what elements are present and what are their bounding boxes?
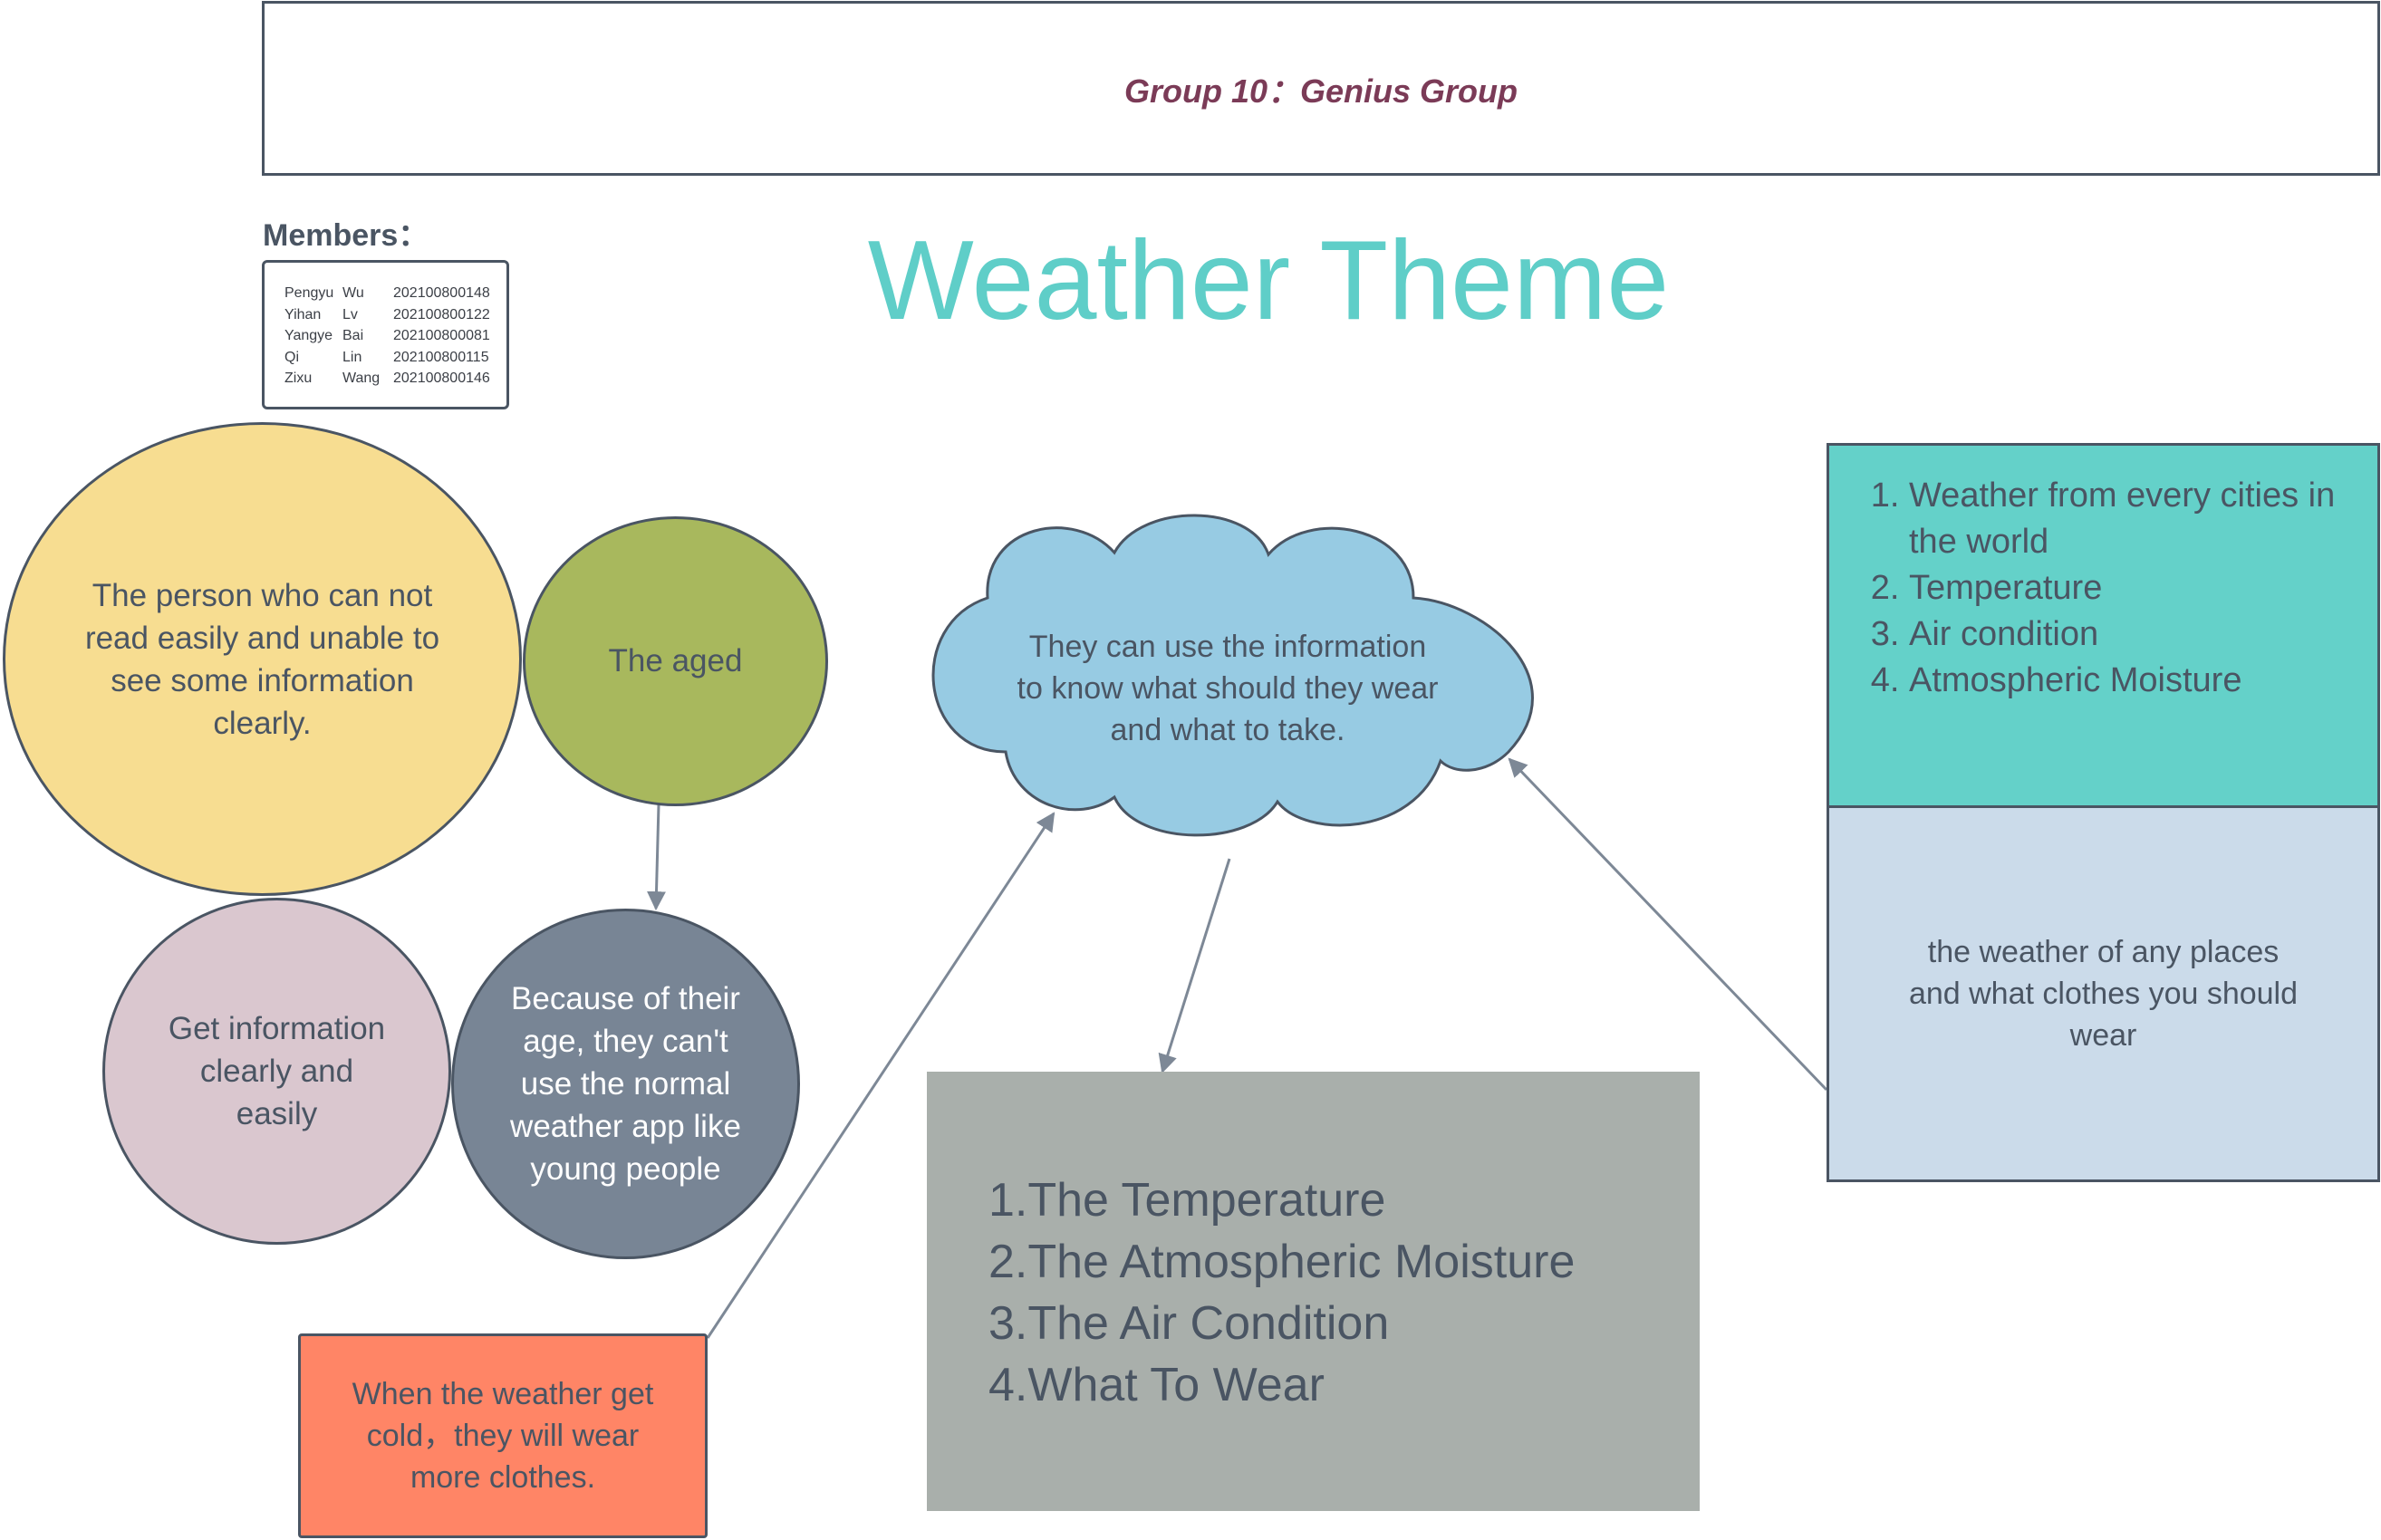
- arrow-cold-to-cloud: [706, 812, 1056, 1339]
- arrow-cloud-to-factors: [1158, 858, 1231, 1074]
- member-row: Yihan Lv 202100800122: [284, 304, 506, 326]
- because-circle: Because of their age, they can't use the…: [451, 909, 800, 1259]
- factors-box: 1.The Temperature 2.The Atmospheric Moist…: [927, 1072, 1700, 1511]
- member-first-name: Qi: [284, 349, 299, 365]
- person-text: The person who can not read easily and u…: [84, 577, 440, 741]
- arrow-places-to-cloud: [1508, 757, 1828, 1092]
- factor-line: 3.The Air Condition: [988, 1297, 1390, 1350]
- member-row: Pengyu Wu 202100800148: [284, 283, 506, 304]
- get-info-circle: Get information clearly and easily: [102, 898, 451, 1245]
- member-first-name: Zixu: [284, 371, 313, 386]
- member-last-name: Bai: [342, 328, 364, 343]
- page-title: Weather Theme: [867, 218, 1670, 343]
- info-list-item: Weather from every cities in the world: [1909, 473, 2368, 565]
- cold-text: When the weather get cold，they will wear…: [352, 1377, 654, 1495]
- places-text: the weather of any places and what cloth…: [1908, 935, 2299, 1053]
- places-box: the weather of any places and what cloth…: [1827, 805, 2380, 1182]
- member-last-name: Wang: [342, 371, 381, 386]
- header-box: Group 10：Genius Group: [262, 1, 2380, 176]
- member-id: 202100800115: [393, 349, 489, 365]
- factor-line: 4.What To Wear: [988, 1359, 1325, 1411]
- member-first-name: Yihan: [284, 306, 322, 322]
- member-last-name: Lin: [342, 349, 362, 365]
- group-title: Group 10：Genius Group: [1123, 72, 1518, 110]
- member-row: Qi Lin 202100800115: [284, 347, 506, 369]
- member-last-name: Lv: [342, 306, 358, 322]
- person-circle: The person who can not read easily and u…: [3, 422, 522, 896]
- because-text: Because of their age, they can't use the…: [510, 981, 741, 1187]
- member-id: 202100800081: [393, 328, 490, 343]
- info-list-item: Air condition: [1909, 611, 2368, 658]
- members-label: Members：: [263, 218, 429, 253]
- info-list: Weather from every cities in the worldTe…: [1865, 473, 2368, 704]
- factor-line: 1.The Temperature: [988, 1174, 1386, 1227]
- member-id: 202100800122: [393, 306, 490, 322]
- info-box: Weather from every cities in the worldTe…: [1827, 443, 2380, 807]
- cloud-label: They can use the information to know wha…: [1017, 630, 1439, 747]
- member-id: 202100800148: [393, 285, 490, 301]
- member-id: 202100800146: [393, 371, 490, 386]
- aged-text: The aged: [608, 643, 743, 679]
- arrow-aged-to-because: [646, 804, 666, 911]
- member-first-name: Yangye: [284, 328, 333, 343]
- member-first-name: Pengyu: [284, 285, 334, 301]
- member-row: Zixu Wang 202100800146: [284, 368, 506, 390]
- cloud-text: They can use the information to know wha…: [1015, 598, 1441, 779]
- member-last-name: Wu: [342, 285, 364, 301]
- info-list-item: Temperature: [1909, 565, 2368, 611]
- cold-box: When the weather get cold，they will wear…: [298, 1333, 708, 1538]
- aged-circle: The aged: [523, 516, 828, 806]
- member-row: Yangye Bai 202100800081: [284, 325, 506, 347]
- info-list-item: Atmospheric Moisture: [1909, 658, 2368, 704]
- get-info-text: Get information clearly and easily: [168, 1011, 386, 1131]
- factor-line: 2.The Atmospheric Moisture: [988, 1236, 1576, 1288]
- cloud-shape: [931, 514, 1534, 837]
